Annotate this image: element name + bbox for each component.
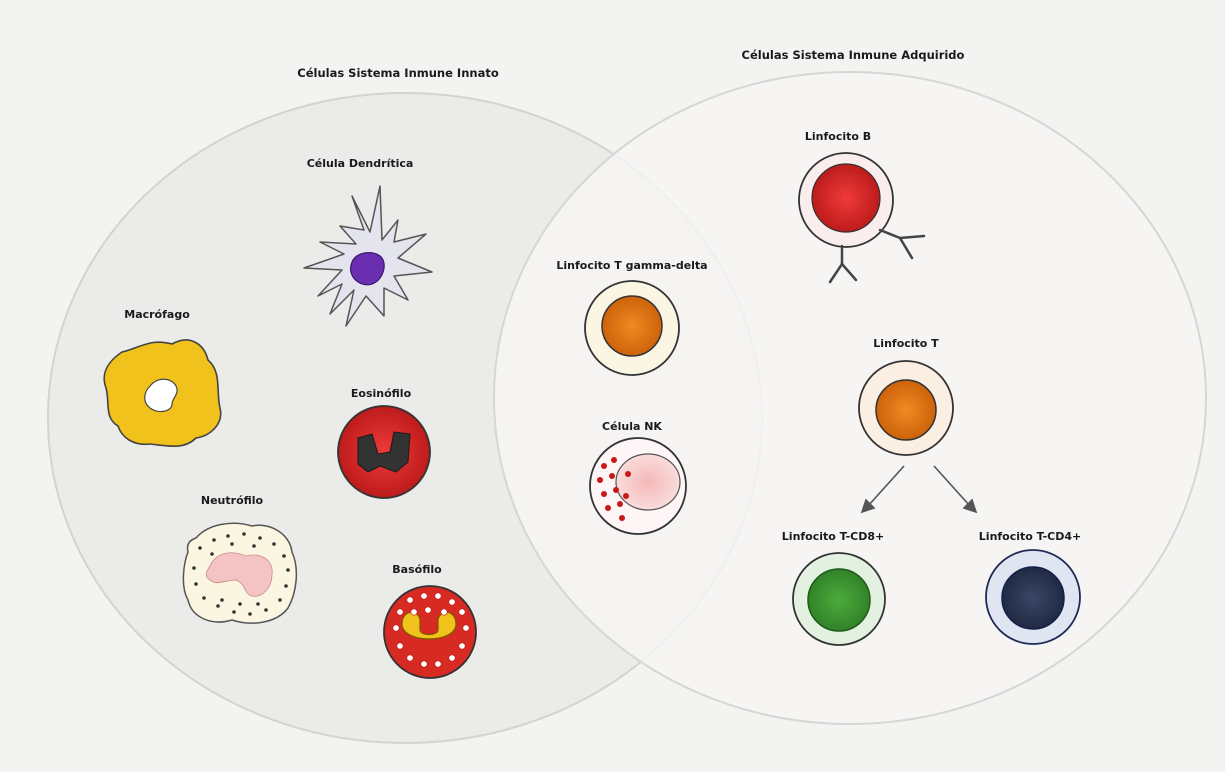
granule	[232, 610, 236, 614]
granule	[407, 597, 413, 603]
granule	[625, 471, 631, 477]
granule	[441, 609, 447, 615]
granule	[278, 598, 282, 602]
granule	[435, 661, 441, 667]
granule	[282, 554, 286, 558]
cd8-t-cell-icon	[793, 553, 885, 645]
granule	[258, 536, 262, 540]
granule	[242, 532, 246, 536]
granule	[252, 544, 256, 548]
t-lymphocyte-nucleus-icon	[876, 380, 936, 440]
granule	[601, 491, 607, 497]
granule	[449, 655, 455, 661]
granule	[202, 596, 206, 600]
granule	[425, 607, 431, 613]
eosinophil-cell-icon	[338, 406, 430, 498]
cd4-label: Linfocito T-CD4+	[979, 530, 1081, 543]
cd8-nucleus-icon	[808, 569, 870, 631]
granule	[238, 602, 242, 606]
b-lymphocyte-label: Linfocito B	[805, 130, 871, 143]
granule	[284, 584, 288, 588]
macrophage-cell-icon	[104, 340, 220, 446]
cd8-label: Linfocito T-CD8+	[782, 530, 884, 543]
granule	[194, 582, 198, 586]
macrophage-label: Macrófago	[124, 308, 190, 321]
granule	[393, 625, 399, 631]
nk-nucleus-icon	[616, 454, 680, 510]
granule	[411, 609, 417, 615]
granule	[435, 593, 441, 599]
granule	[212, 538, 216, 542]
granule	[286, 568, 290, 572]
granule	[226, 534, 230, 538]
granule	[256, 602, 260, 606]
innate-title: Células Sistema Inmune Innato	[297, 66, 498, 80]
basophil-label: Basófilo	[392, 563, 441, 576]
dendritic-nucleus-icon	[351, 253, 385, 285]
granule	[421, 661, 427, 667]
granule	[617, 501, 623, 507]
eosinophil-label: Eosinófilo	[351, 387, 411, 400]
granule	[459, 609, 465, 615]
t-lymphocyte-icon	[859, 361, 953, 455]
granule	[619, 515, 625, 521]
adaptive-title: Células Sistema Inmune Adquirido	[742, 48, 965, 62]
granule	[613, 487, 619, 493]
neutrophil-cell-icon	[183, 523, 296, 623]
granule	[192, 566, 196, 570]
granule	[407, 655, 413, 661]
granule	[597, 477, 603, 483]
gamma-delta-t-cell-icon	[585, 281, 679, 375]
b-lymphocyte-nucleus-icon	[812, 164, 880, 232]
granule	[272, 542, 276, 546]
granule	[605, 505, 611, 511]
granule	[459, 643, 465, 649]
granule	[623, 493, 629, 499]
nk-cell-icon	[590, 438, 686, 534]
neutrophil-label: Neutrófilo	[201, 494, 263, 507]
basophil-cell-icon	[384, 586, 476, 678]
granule	[601, 463, 607, 469]
granule	[449, 599, 455, 605]
granule	[609, 473, 615, 479]
gamma-delta-label: Linfocito T gamma-delta	[556, 259, 707, 272]
granule	[397, 643, 403, 649]
granule	[248, 612, 252, 616]
cd4-nucleus-icon	[1002, 567, 1064, 629]
nk-label: Célula NK	[602, 420, 662, 433]
granule	[611, 457, 617, 463]
granule	[421, 593, 427, 599]
granule	[397, 609, 403, 615]
granule	[220, 598, 224, 602]
t-lymphocyte-label: Linfocito T	[873, 337, 938, 350]
granule	[230, 542, 234, 546]
granule	[210, 552, 214, 556]
dendritic-label: Célula Dendrítica	[307, 157, 414, 170]
granule	[216, 604, 220, 608]
cd4-t-cell-icon	[986, 550, 1080, 644]
granule	[463, 625, 469, 631]
gamma-delta-nucleus-icon	[602, 296, 662, 356]
granule	[198, 546, 202, 550]
granule	[264, 608, 268, 612]
